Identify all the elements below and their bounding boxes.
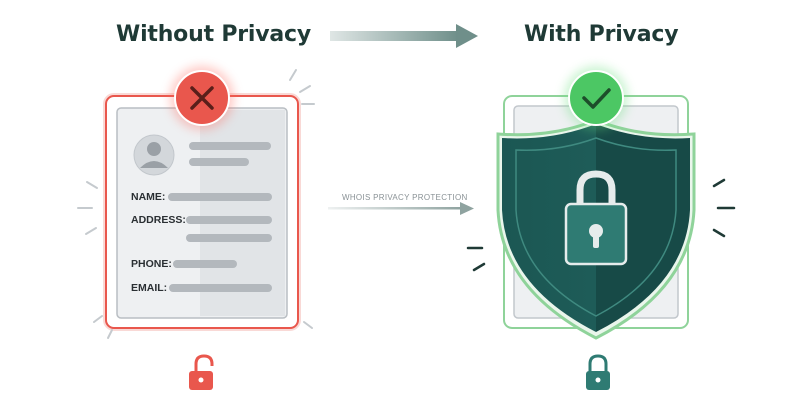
without-privacy-heading: Without Privacy <box>116 22 312 47</box>
field-label-address: ADDRESS: <box>131 214 186 226</box>
check-mark-icon <box>564 66 628 130</box>
locked-padlock-icon <box>586 354 610 390</box>
right-burst-lines <box>466 178 736 272</box>
unlocked-padlock-icon <box>189 354 214 390</box>
with-privacy-heading: With Privacy <box>524 22 679 47</box>
field-label-name: NAME: <box>131 191 166 203</box>
top-arrow <box>330 24 478 48</box>
middle-arrow <box>328 202 474 215</box>
field-label-email: EMAIL: <box>131 282 168 294</box>
field-label-phone: PHONE: <box>131 258 172 270</box>
whois-privacy-protection-label: WHOIS PRIVACY PROTECTION <box>342 193 468 202</box>
left-burst-lines <box>77 69 315 339</box>
x-mark-icon <box>170 66 234 130</box>
shield-padlock-icon <box>496 118 696 340</box>
